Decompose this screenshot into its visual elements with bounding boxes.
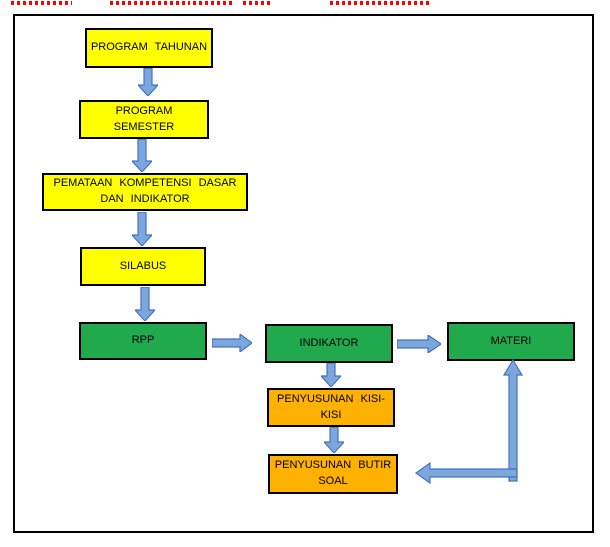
node-label: PEMATAAN KOMPETENSI DASAR DAN INDIKATOR	[53, 177, 237, 205]
node-silabus: SILABUS	[80, 247, 206, 286]
arrow-elbow-butir-soal-materi	[398, 358, 524, 484]
arrow-rpp-to-indikator	[212, 334, 252, 352]
node-label: PROGRAM SEMESTER	[113, 104, 175, 133]
node-program-tahunan: PROGRAM TAHUNAN	[85, 28, 213, 68]
red-dotted-mark	[193, 1, 232, 5]
node-label: RPP	[131, 334, 155, 347]
arrow-kisi-kisi-to-butir-soal	[324, 427, 344, 453]
node-program-semester: PROGRAM SEMESTER	[79, 100, 209, 139]
red-dotted-mark	[11, 1, 72, 5]
node-penyusunan-kisi-kisi: PENYUSUNAN KISI-KISI	[267, 388, 395, 427]
red-dotted-mark	[110, 1, 190, 5]
node-label: INDIKATOR	[299, 336, 359, 349]
arrow-tahunan-to-semester	[138, 68, 158, 96]
node-indikator: INDIKATOR	[265, 324, 393, 363]
node-rpp: RPP	[79, 322, 207, 360]
node-label: PENYUSUNAN KISI-KISI	[277, 392, 385, 421]
node-penyusunan-butir-soal: PENYUSUNAN BUTIR SOAL	[268, 454, 398, 494]
node-pemataan: PEMATAAN KOMPETENSI DASAR DAN INDIKATOR	[42, 173, 248, 211]
red-dotted-mark	[243, 1, 273, 5]
arrow-indikator-to-materi	[397, 335, 441, 353]
arrow-silabus-to-rpp	[135, 287, 155, 321]
node-materi: MATERI	[447, 322, 575, 361]
arrow-indikator-to-kisi-kisi	[321, 363, 341, 387]
node-label: PENYUSUNAN BUTIR SOAL	[274, 459, 392, 487]
node-label: PROGRAM TAHUNAN	[90, 41, 208, 54]
arrow-pemataan-to-silabus	[132, 212, 152, 246]
arrow-semester-to-pemataan	[132, 139, 152, 172]
red-dotted-mark	[330, 1, 430, 5]
node-label: SILABUS	[119, 259, 167, 272]
node-label: MATERI	[490, 334, 532, 347]
